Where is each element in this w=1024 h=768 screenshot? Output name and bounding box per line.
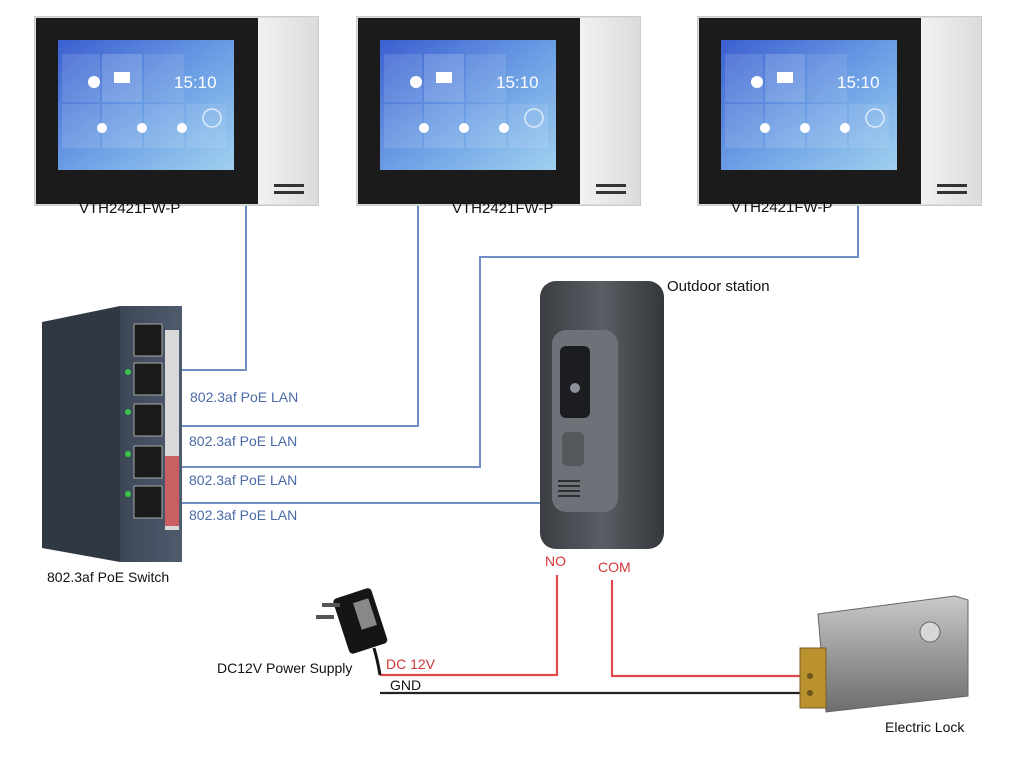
monitor-2-time: 15:10 (496, 73, 539, 92)
lan-wire-2 (165, 188, 419, 427)
lan-label-4: 802.3af PoE LAN (189, 507, 298, 523)
indoor-monitor-2 (356, 16, 641, 206)
monitor-1-label: VTH2421FW-P (79, 200, 181, 217)
com-terminal-label: COM (598, 559, 631, 575)
monitor-3-label: VTH2421FW-P (731, 199, 833, 216)
indoor-monitor-3 (697, 16, 982, 206)
poe-switch (42, 306, 182, 562)
electric-lock-label: Electric Lock (885, 719, 965, 735)
lan-wires (165, 188, 859, 504)
outdoor-station (540, 281, 664, 549)
lan-wire-1 (165, 200, 247, 371)
monitor-3-time: 15:10 (837, 73, 880, 92)
power-wires (380, 575, 808, 695)
no-terminal-label: NO (545, 553, 566, 569)
switch-label: 802.3af PoE Switch (47, 569, 170, 585)
power-supply-label: DC12V Power Supply (217, 660, 353, 676)
lan-label-3: 802.3af PoE LAN (189, 472, 298, 488)
outdoor-station-label: Outdoor station (667, 278, 770, 295)
dc12v-label: DC 12V (386, 656, 436, 672)
monitor-2-label: VTH2421FW-P (452, 200, 554, 217)
gnd-label: GND (390, 677, 422, 693)
lan-label-1: 802.3af PoE LAN (190, 389, 299, 405)
com-wire (610, 580, 808, 678)
lan-label-2: 802.3af PoE LAN (189, 433, 298, 449)
electric-lock (799, 595, 969, 713)
dc12v-power-adapter (316, 588, 388, 676)
dc12v-wire (380, 575, 559, 677)
monitor-1-time: 15:10 (174, 73, 217, 92)
lan-wire-3 (165, 200, 859, 468)
indoor-monitor-1 (34, 16, 319, 206)
